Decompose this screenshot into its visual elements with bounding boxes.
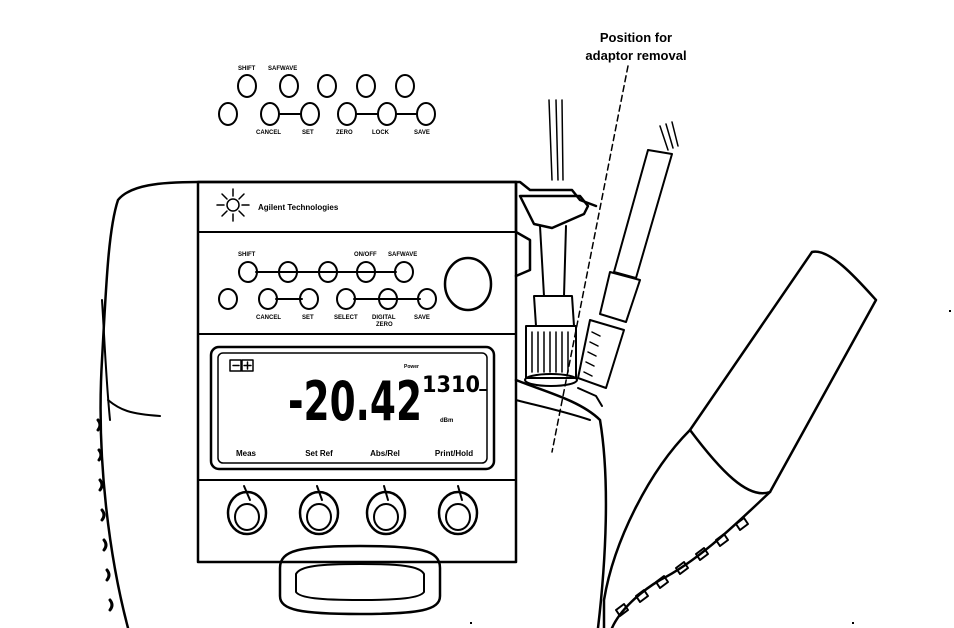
display-reading: -20.42	[288, 370, 422, 433]
top-key-label-safwave: SAFWAVE	[268, 66, 297, 72]
connector-nut	[525, 325, 577, 379]
adaptor-body	[577, 319, 625, 389]
display-tag: Power	[404, 364, 419, 370]
front-panel	[196, 180, 518, 564]
key-set[interactable]	[299, 288, 319, 310]
power-button[interactable]	[443, 256, 493, 312]
top-key[interactable]	[356, 74, 376, 98]
top-key[interactable]	[300, 102, 320, 126]
softkey-label-print-hold: Print/Hold	[435, 449, 473, 458]
top-key-label-save: SAVE	[414, 130, 430, 136]
top-key[interactable]	[279, 74, 299, 98]
top-keypad: SHIFT SAFWAVE CANCEL SET ZERO LOCK SAVE	[218, 66, 436, 136]
key-shift[interactable]	[238, 261, 258, 283]
lcd-display: Power -20.42 1310 dBm Meas Set Ref Abs/R…	[209, 345, 496, 471]
key-onoff[interactable]	[356, 261, 376, 283]
fiber-connector	[524, 99, 578, 387]
top-key[interactable]	[218, 102, 238, 126]
top-key-label-shift: SHIFT	[238, 66, 256, 72]
top-key-label-lock: LOCK	[372, 130, 390, 136]
top-key-label-set: SET	[302, 130, 314, 136]
agilent-spark-icon	[216, 188, 250, 222]
callout-line-1: Position for	[600, 30, 672, 45]
key-digital-zero[interactable]	[378, 288, 398, 310]
key-label-onoff: ON/OFF	[354, 252, 377, 258]
softkey-label-meas: Meas	[236, 449, 257, 458]
key-cancel[interactable]	[258, 288, 278, 310]
key-label-select: SELECT	[334, 315, 358, 321]
softkey-meas[interactable]	[226, 485, 268, 536]
key[interactable]	[278, 261, 298, 283]
key-label-cancel: CANCEL	[256, 315, 281, 321]
top-key[interactable]	[317, 74, 337, 98]
softkey-label-set-ref: Set Ref	[305, 449, 333, 458]
softkeys	[226, 485, 479, 536]
meter-housing	[96, 180, 608, 628]
left-arrow-icon	[229, 359, 242, 372]
softkey-abs-rel[interactable]	[365, 485, 407, 536]
connector-boss	[518, 194, 590, 230]
key-label-zero: ZERO	[376, 322, 393, 328]
lcd-bezel	[209, 345, 496, 471]
key-safwave[interactable]	[394, 261, 414, 283]
key-label-set: SET	[302, 315, 314, 321]
meter-keypad: SHIFT ON/OFF SAFWAVE CANCEL SET SELECT D…	[218, 252, 493, 328]
key[interactable]	[318, 261, 338, 283]
brand-strip: Agilent Technologies	[216, 188, 339, 222]
top-key[interactable]	[377, 102, 397, 126]
display-unit: dBm	[440, 418, 453, 424]
top-key[interactable]	[416, 102, 436, 126]
softkey-print-hold[interactable]	[437, 485, 479, 536]
top-key-label-cancel: CANCEL	[256, 130, 281, 136]
display-wavelength: 1310	[422, 373, 480, 398]
battery-icon	[241, 359, 254, 372]
adaptor-removal-callout: Position for adaptor removal	[551, 30, 687, 453]
key[interactable]	[218, 288, 238, 310]
top-key[interactable]	[260, 102, 280, 126]
adaptor	[577, 121, 679, 407]
softkey-set-ref[interactable]	[298, 485, 340, 536]
callout-line-2: adaptor removal	[585, 48, 686, 63]
key-label-digital: DIGITAL	[372, 315, 396, 321]
carry-handle[interactable]	[278, 544, 442, 616]
scan-specks	[470, 310, 951, 624]
key-label-safwave: SAFWAVE	[388, 252, 417, 258]
top-key[interactable]	[395, 74, 415, 98]
key-save[interactable]	[417, 288, 437, 310]
callout-leader-line	[551, 65, 629, 453]
protective-cover	[602, 250, 878, 628]
top-key[interactable]	[337, 102, 357, 126]
top-key-label-zero: ZERO	[336, 130, 353, 136]
key-select[interactable]	[336, 288, 356, 310]
top-key[interactable]	[237, 74, 257, 98]
key-label-shift: SHIFT	[238, 252, 256, 258]
key-label-save: SAVE	[414, 315, 430, 321]
brand-name: Agilent Technologies	[258, 203, 339, 212]
softkey-label-abs-rel: Abs/Rel	[370, 449, 400, 458]
